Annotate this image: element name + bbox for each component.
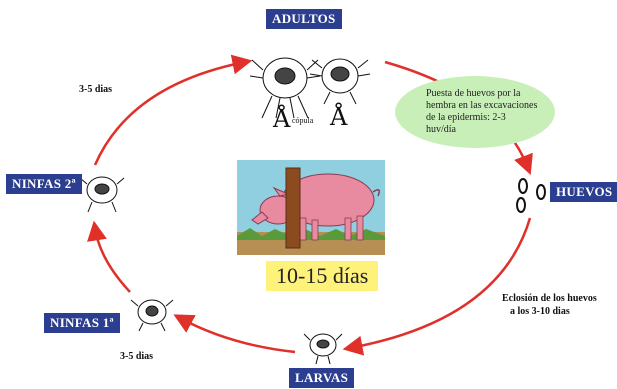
arrow-eggs-to-larvae <box>342 217 532 356</box>
egg-laying-note: Puesta de huevos por la hembra en las ex… <box>426 88 538 135</box>
n2-to-adult-duration: 3-5 dias <box>79 84 113 95</box>
nymph2-mite <box>79 176 125 213</box>
arrow-nymph1-to-nymph2 <box>87 220 131 293</box>
stage-label-larvae: LARVAS <box>289 368 355 388</box>
pig-illustration <box>237 160 385 255</box>
copula-label: cópula <box>292 116 314 125</box>
development-duration-label: 10-15 días <box>266 261 379 291</box>
hatching-note-line2: a los 3-10 dias <box>510 306 570 317</box>
stage-label-nymphs2: NINFAS 2ª <box>6 174 82 194</box>
arrow-nymph2-to-adults <box>93 54 253 166</box>
stage-label-nymphs1: NINFAS 1ª <box>44 313 120 333</box>
adult-mite-male <box>309 58 371 105</box>
l-to-n1-duration: 3-5 dias <box>120 351 154 362</box>
stage-label-eggs: HUEVOS <box>550 182 617 202</box>
adult-mite-female <box>249 57 321 119</box>
eggs-drawing <box>516 178 546 213</box>
arrow-larvae-to-nymph1 <box>173 314 296 354</box>
larva-mite <box>303 333 343 365</box>
female-symbol: Å <box>330 103 348 131</box>
egg-laying-bubble <box>395 76 555 148</box>
hatching-note-line1: Eclosión de los huevos <box>502 293 597 304</box>
male-symbol: Å <box>273 105 291 133</box>
stage-label-adults: ADULTOS <box>266 9 342 29</box>
nymph1-mite <box>130 299 174 332</box>
